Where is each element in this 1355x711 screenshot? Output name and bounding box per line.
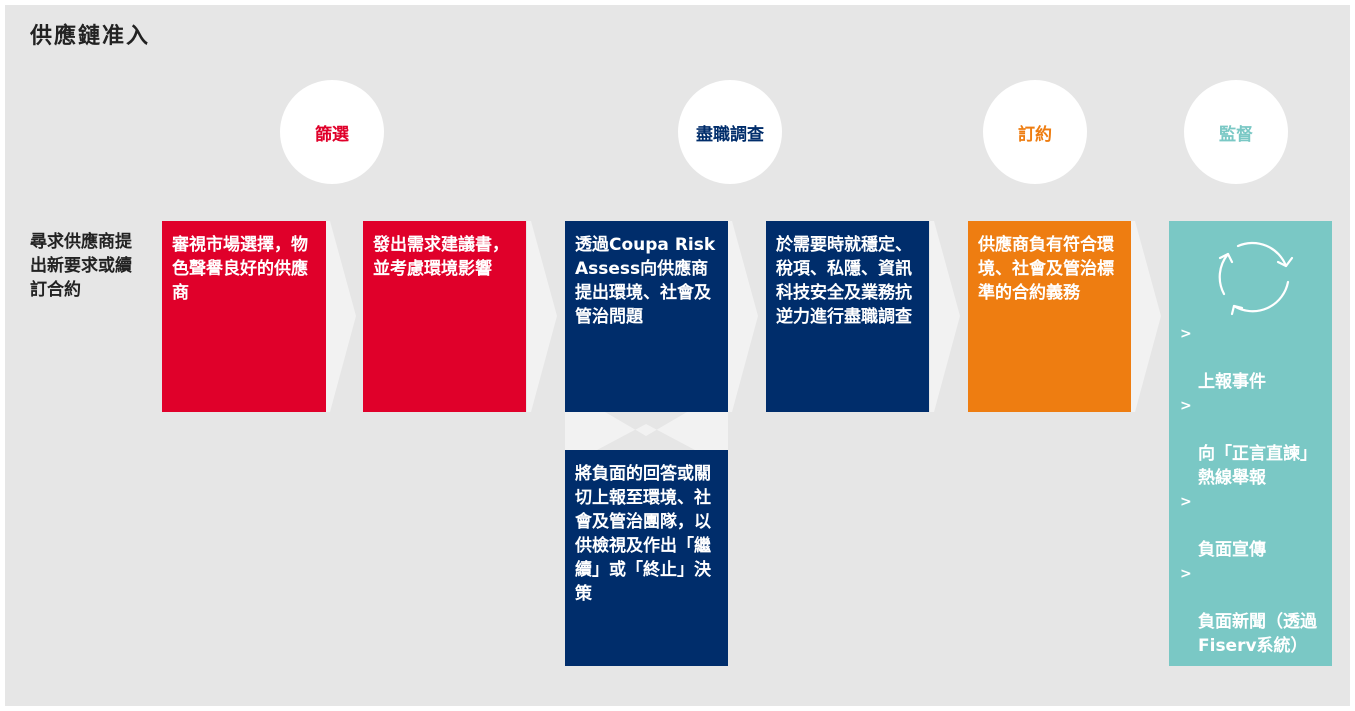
list-item: > 負面新聞（透過Fiserv系統） (1180, 562, 1328, 658)
list-item: > 向「正言直諫」熱線舉報 (1180, 394, 1328, 490)
monitoring-item-label: 負面新聞（透過Fiserv系統） (1198, 612, 1317, 656)
monitoring-item-label: 負面宣傳 (1198, 540, 1266, 560)
stage-label-monitoring: 監督 (1219, 124, 1253, 145)
box-review-market: 審視市場選擇，物色聲譽良好的供應商 (162, 221, 326, 412)
stage-label-screening: 篩選 (315, 124, 349, 145)
chevron-arrow-3 (728, 221, 758, 412)
box-escalate-esg: 將負面的回答或關切上報至環境、社會及管治團隊，以供檢視及作出「繼續」或「終止」決… (565, 450, 728, 666)
chevron-arrow-4 (930, 221, 960, 412)
stage-label-contracting: 訂約 (1018, 124, 1052, 145)
monitoring-item-label: 向「正言直諫」熱線舉報 (1198, 444, 1317, 488)
refresh-cycle-icon (1218, 241, 1294, 316)
chevron-right-icon: > (1180, 326, 1192, 342)
stage-circle-contracting: 訂約 (983, 80, 1087, 184)
monitoring-list: > 上報事件 > 向「正言直諫」熱線舉報 > 負面宣傳 > 負面新聞（透過Fis… (1180, 322, 1328, 658)
chevron-right-icon: > (1180, 566, 1192, 582)
down-arrow-notch (565, 412, 728, 450)
box-contract-obligations: 供應商負有符合環境、社會及管治標準的合約義務 (968, 221, 1131, 412)
chevron-right-icon: > (1180, 494, 1192, 510)
page-title: 供應鏈准入 (30, 24, 151, 49)
list-item: > 上報事件 (1180, 322, 1328, 394)
chevron-arrow-5 (1131, 221, 1161, 412)
intro-text: 尋求供應商提出新要求或續訂合約 (30, 232, 132, 300)
list-item: > 負面宣傳 (1180, 490, 1328, 562)
stage-circle-monitoring: 監督 (1184, 80, 1288, 184)
stage-label-due-diligence: 盡職調查 (696, 124, 764, 145)
box-issue-rfp: 發出需求建議書，並考慮環境影響 (363, 221, 526, 412)
stage-circle-due-diligence: 盡職調查 (678, 80, 782, 184)
stage-circle-screening: 篩選 (280, 80, 384, 184)
box-coupa-risk-assess: 透過Coupa Risk Assess向供應商提出環境、社會及管治問題 (565, 221, 728, 412)
box-due-diligence: 於需要時就穩定、稅項、私隱、資訊科技安全及業務抗逆力進行盡職調查 (766, 221, 929, 412)
box-monitoring (1169, 221, 1332, 666)
chevron-arrow-1 (326, 221, 356, 412)
monitoring-item-label: 上報事件 (1198, 372, 1266, 392)
chevron-arrow-2 (527, 221, 557, 412)
chevron-right-icon: > (1180, 398, 1192, 414)
